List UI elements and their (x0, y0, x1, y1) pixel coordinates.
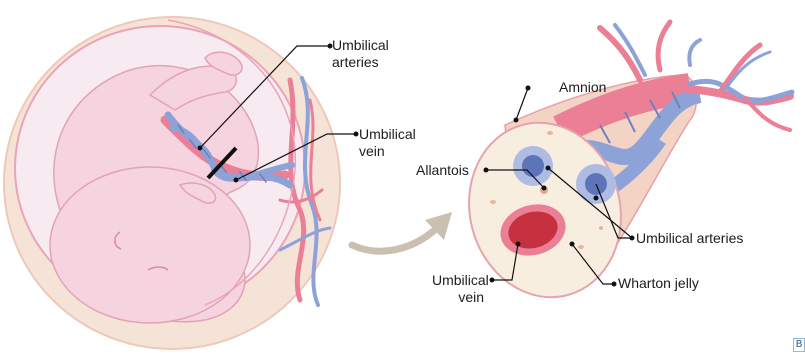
label-umbilical-vein-right-line1: Umbilical (432, 272, 488, 289)
label-umbilical-vein-right: Umbilical vein (432, 272, 488, 306)
label-wharton-jelly: Wharton jelly (618, 275, 699, 292)
label-umbilical-vein-left-line1: Umbilical (359, 126, 416, 143)
corner-mark: B (793, 338, 805, 352)
label-allantois: Allantois (416, 162, 469, 179)
label-umbilical-vein-left-line2: vein (359, 143, 416, 160)
label-umbilical-arteries-right: Umbilical arteries (636, 230, 743, 247)
label-umbilical-arteries-left: Umbilical arteries (332, 37, 389, 71)
transition-arrow (352, 225, 440, 251)
label-umbilical-vein-left: Umbilical vein (359, 126, 416, 160)
label-umbilical-vein-right-line2: vein (432, 289, 488, 306)
label-amnion: Amnion (559, 79, 606, 96)
label-umbilical-arteries-left-line1: Umbilical (332, 37, 389, 54)
label-umbilical-arteries-left-line2: arteries (332, 54, 389, 71)
